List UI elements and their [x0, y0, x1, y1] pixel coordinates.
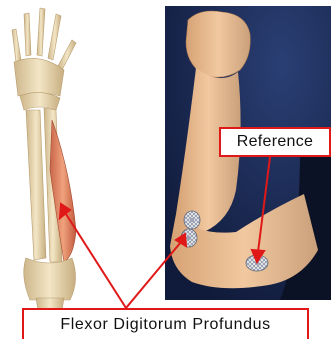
hand-bones — [12, 8, 76, 110]
forearm-anatomy-illustration — [12, 8, 76, 310]
radius-bone — [26, 110, 46, 260]
elbow-joint — [24, 258, 76, 300]
muscle-arrow-left — [66, 214, 126, 308]
muscle-label: Flexor Digitorum Profundus — [22, 308, 309, 339]
fist — [186, 11, 250, 77]
reference-label: Reference — [219, 127, 331, 157]
